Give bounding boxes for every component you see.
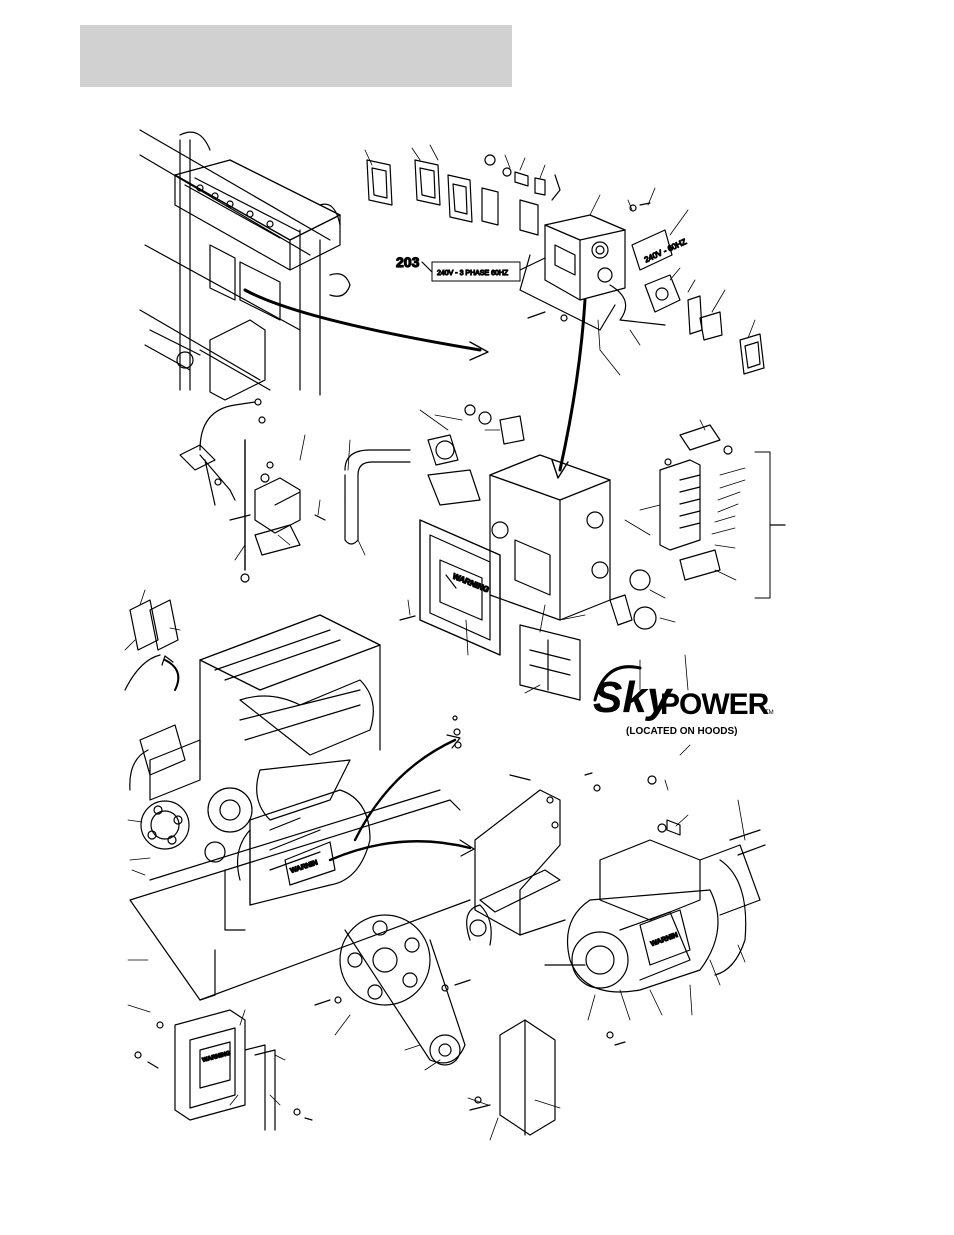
- warning-label-cover: WARNING: [451, 572, 490, 595]
- engine-assembly: WARNIN: [125, 600, 474, 1000]
- generator-assembly: WARNIN WARNING: [135, 773, 765, 1135]
- logo-location-note: (LOCATED ON HOODS): [626, 726, 737, 737]
- callout-leader-lines: [125, 145, 755, 1140]
- logo-power-text: POWER: [660, 688, 770, 721]
- skypower-logo: Sky POWER TM (LOCATED ON HOODS): [593, 667, 774, 737]
- callout-decal-text: 240V - 3 PHASE 60HZ: [437, 270, 509, 277]
- warning-label-generator: WARNIN: [650, 932, 679, 948]
- warning-label-small-box: WARNING: [202, 1051, 232, 1064]
- logo-tm: TM: [765, 710, 774, 716]
- decal-240v-60hz: 240V - 60HZ: [643, 237, 688, 264]
- platform-control-assembly: [140, 130, 488, 400]
- callout-number: 203: [396, 254, 420, 270]
- switch-relay-assembly: [180, 399, 325, 582]
